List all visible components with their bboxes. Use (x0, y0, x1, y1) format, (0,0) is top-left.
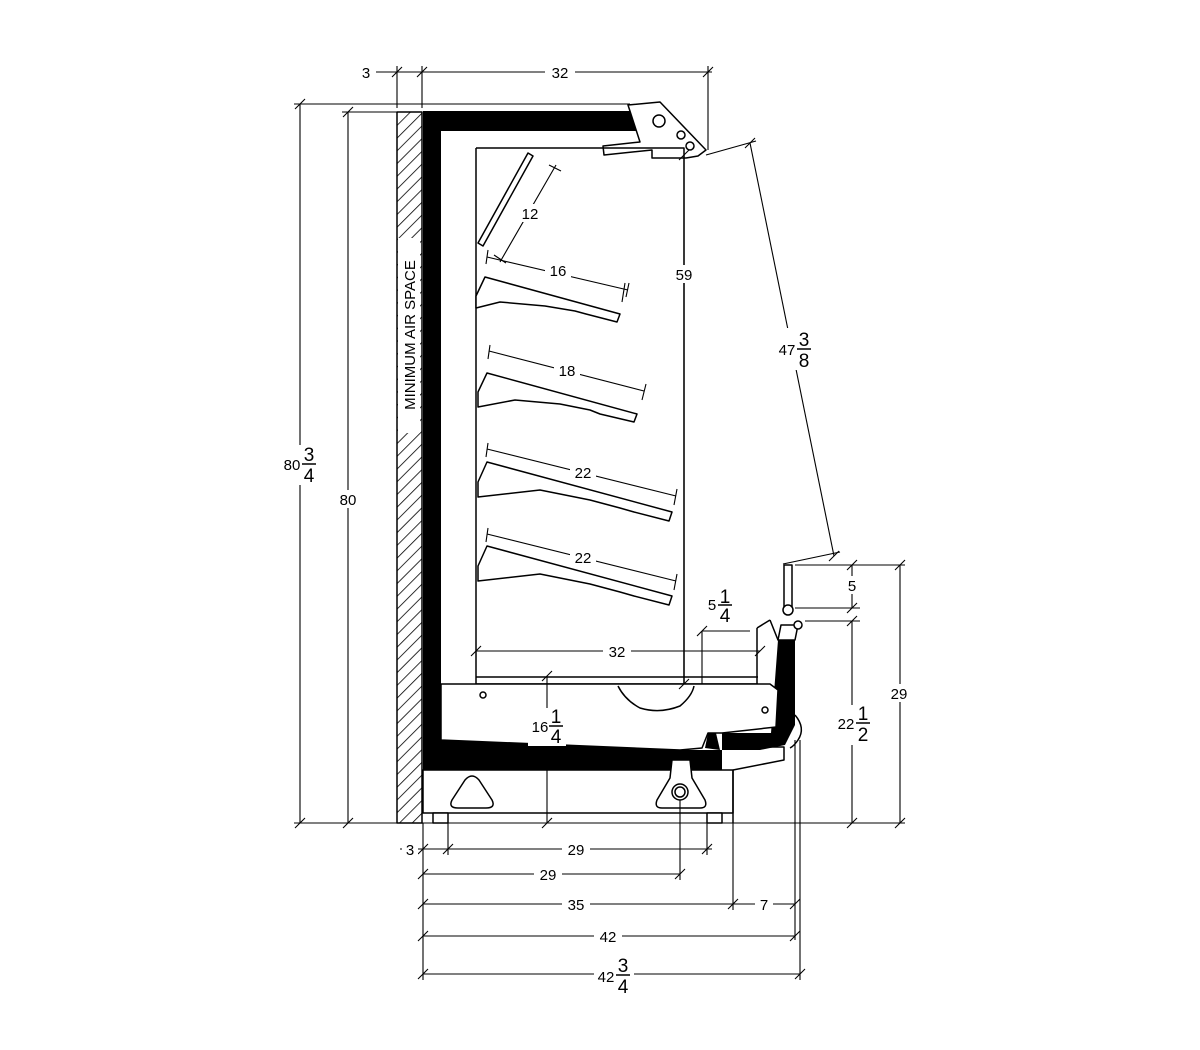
dim-overall-height-den: 4 (304, 466, 315, 487)
case-insulation (423, 111, 795, 770)
dim-air-space: 3 (362, 65, 370, 82)
dim-deck-height-den: 4 (551, 727, 562, 748)
labels: MINIMUM AIR SPACE 3 32 80 3 4 80 59 47 3… (278, 64, 911, 998)
dim-shelf-2: 16 (550, 263, 567, 280)
base-frame (422, 759, 734, 824)
dim-overall-height-whole: 80 (284, 457, 301, 474)
dim-canopy-diagonal-whole: 47 (779, 342, 796, 359)
dim-step-num: 1 (720, 587, 731, 608)
dim-overall-depth-num: 3 (618, 956, 629, 977)
dim-shelf-3: 18 (559, 363, 576, 380)
dimension-lines (294, 66, 906, 980)
dim-case-height: 80 (340, 492, 357, 509)
shelf-1 (477, 152, 534, 247)
dim-base-width: 29 (568, 842, 585, 859)
dim-overall-depth-den: 4 (618, 977, 629, 998)
dim-rail-height-whole: 22 (838, 716, 855, 733)
dim-deck-height-whole: 16 (532, 719, 549, 736)
dim-front-overhang: 7 (760, 897, 768, 914)
dim-shelf-1: 12 (522, 206, 539, 223)
air-space-label: MINIMUM AIR SPACE (402, 260, 419, 410)
dim-canopy-diagonal-num: 3 (799, 330, 810, 351)
dim-bumper: 5 (848, 578, 856, 595)
dim-step-whole: 5 (708, 597, 716, 614)
dim-step-den: 4 (720, 606, 731, 627)
dim-canopy-diagonal-den: 8 (799, 351, 810, 372)
canopy-assembly (602, 101, 707, 159)
dim-drain-position: 29 (540, 867, 557, 884)
dim-footprint: 35 (568, 897, 585, 914)
dim-top-depth: 32 (552, 65, 569, 82)
dim-shelf-4: 22 (575, 465, 592, 482)
front-riser (722, 564, 803, 771)
shelf-3 (477, 372, 638, 423)
dim-interior-depth: 32 (609, 644, 626, 661)
shelf-4 (477, 461, 673, 522)
dim-front-height: 29 (891, 686, 908, 703)
dim-shelf-5: 22 (575, 550, 592, 567)
dim-rail-height-num: 1 (858, 704, 869, 725)
dim-interior-height: 59 (676, 267, 693, 284)
dim-deck-height-num: 1 (551, 707, 562, 728)
dim-rail-height-den: 2 (858, 725, 869, 746)
dim-base-offset: 3 (406, 842, 414, 859)
dim-depth-bumper: 42 (600, 929, 617, 946)
dim-overall-depth-whole: 42 (598, 969, 615, 986)
dim-overall-height-num: 3 (304, 445, 315, 466)
shelf-5 (477, 545, 673, 606)
back-wall (396, 111, 423, 824)
shelf-2 (475, 276, 621, 323)
